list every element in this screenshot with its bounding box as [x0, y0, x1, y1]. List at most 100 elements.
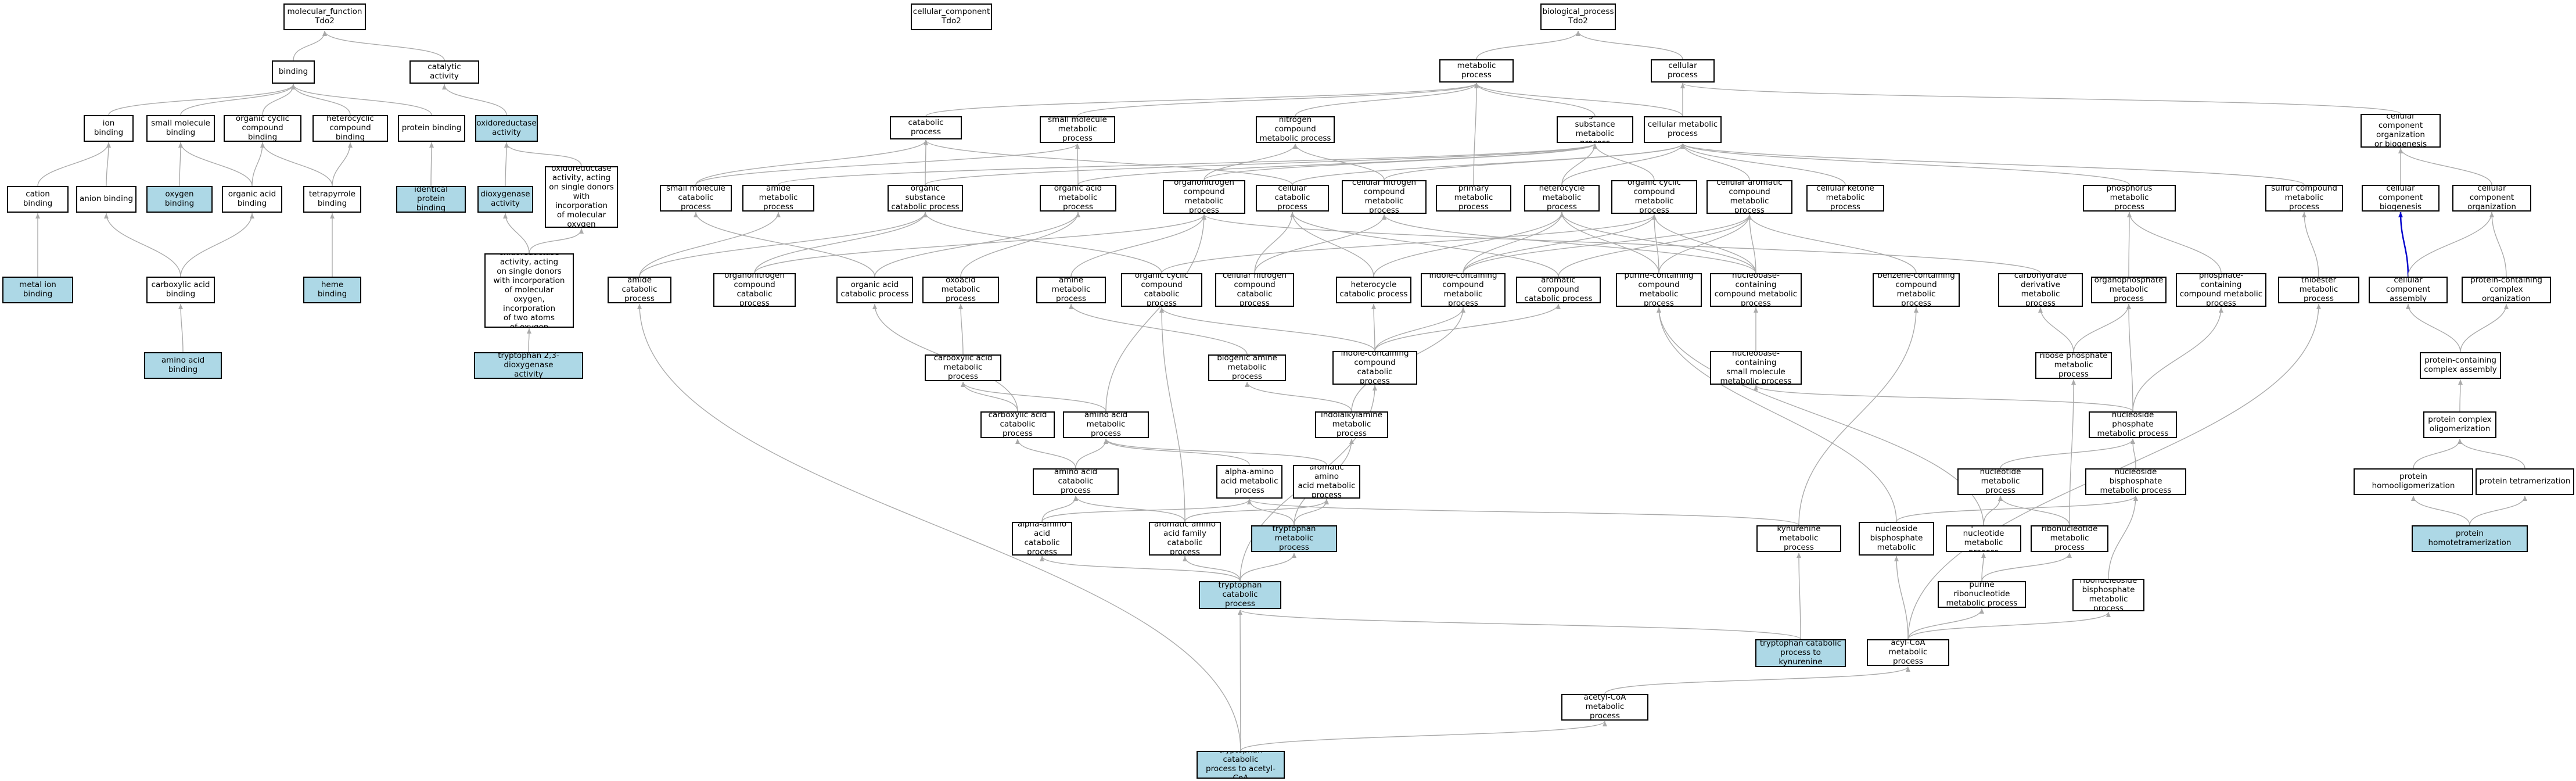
oxidoreductase-single-donors[interactable]: oxidoreductase activity, acting on singl…	[545, 166, 618, 228]
oxygen-binding[interactable]: oxygen binding	[146, 186, 213, 213]
small-molecule-metabolic-process[interactable]: small molecule metabolic process	[1040, 116, 1115, 143]
organic-cyclic-compound-catabolic-process[interactable]: organic cyclic compound catabolic proces…	[1121, 273, 1202, 307]
carboxylic-acid-metabolic-process[interactable]: carboxylic acid metabolic process	[925, 354, 1001, 381]
cellular-nitrogen-compound-metabolic-process[interactable]: cellular nitrogen compound metabolic pro…	[1342, 180, 1427, 214]
indole-containing-compound-metabolic-process[interactable]: indole-containing compound metabolic pro…	[1421, 273, 1506, 307]
benzene-containing-compound-metabolic-process[interactable]: benzene-containing compound metabolic pr…	[1873, 273, 1960, 307]
tryptophan-catabolic-process[interactable]: tryptophan catabolic process	[1199, 581, 1281, 609]
aromatic-amino-acid-metabolic-process[interactable]: aromatic amino acid metabolic process	[1293, 465, 1360, 499]
tryptophan-catabolic-process-to-kynurenine[interactable]: tryptophan catabolic process to kynureni…	[1755, 639, 1846, 667]
biogenic-amine-metabolic-process[interactable]: biogenic amine metabolic process	[1208, 354, 1286, 381]
tryptophan-catabolic-process-to-acetyl-coa[interactable]: tryptophan catabolic process to acetyl-C…	[1197, 751, 1285, 779]
purine-nucleotide-metabolic-process[interactable]: purine nucleotide metabolic process	[1946, 525, 2021, 552]
nucleobase-containing-small-molecule-metabolic-process[interactable]: nucleobase-containing small molecule met…	[1710, 351, 1802, 385]
protein-containing-complex-organization[interactable]: protein-containing complex organization	[2462, 277, 2551, 303]
heterocycle-catabolic-process[interactable]: heterocycle catabolic process	[1336, 277, 1411, 303]
organic-cyclic-compound-metabolic-process[interactable]: organic cyclic compound metabolic proces…	[1611, 180, 1697, 214]
mf-root[interactable]: molecular_function Tdo2	[283, 3, 366, 30]
organic-cyclic-compound-binding[interactable]: organic cyclic compound binding	[224, 115, 301, 142]
aromatic-amino-acid-family-catabolic-process[interactable]: aromatic amino acid family catabolic pro…	[1149, 522, 1221, 556]
phosphate-containing-compound-metabolic-process[interactable]: phosphate-containing compound metabolic …	[2176, 273, 2266, 307]
aromatic-compound-catabolic-process[interactable]: aromatic compound catabolic process	[1516, 277, 1601, 303]
organic-acid-binding[interactable]: organic acid binding	[222, 186, 282, 213]
phosphorus-metabolic-process[interactable]: phosphorus metabolic process	[2083, 185, 2176, 212]
oxoacid-metabolic-process[interactable]: oxoacid metabolic process	[922, 277, 999, 303]
small-molecule-binding[interactable]: small molecule binding	[146, 115, 215, 142]
cellular-ketone-metabolic-process[interactable]: cellular ketone metabolic process	[1806, 185, 1884, 212]
acyl-coa-metabolic-process[interactable]: acyl-CoA metabolic process	[1867, 639, 1949, 666]
identical-protein-binding[interactable]: identical protein binding	[396, 186, 466, 213]
nucleobase-containing-compound-metabolic-process[interactable]: nucleobase-containing compound metabolic…	[1710, 273, 1802, 307]
purine-ribonucleotide-metabolic-process[interactable]: purine ribonucleotide metabolic process	[1938, 581, 2026, 608]
kynurenine-metabolic-process[interactable]: kynurenine metabolic process	[1756, 525, 1841, 552]
tryptophan-metabolic-process[interactable]: tryptophan metabolic process	[1251, 525, 1337, 552]
cellular-catabolic-process[interactable]: cellular catabolic process	[1256, 185, 1329, 212]
heterocycle-metabolic-process[interactable]: heterocycle metabolic process	[1524, 185, 1600, 212]
cc-root[interactable]: cellular_component Tdo2	[911, 3, 992, 30]
nitrogen-compound-metabolic-process[interactable]: nitrogen compound metabolic process	[1256, 116, 1335, 143]
organic-acid-metabolic-process[interactable]: organic acid metabolic process	[1040, 185, 1116, 212]
small-molecule-catabolic-process[interactable]: small molecule catabolic process	[660, 185, 732, 212]
dioxygenase-activity[interactable]: dioxygenase activity	[477, 186, 533, 213]
cellular-nitrogen-compound-catabolic-process[interactable]: cellular nitrogen compound catabolic pro…	[1215, 273, 1294, 307]
binding[interactable]: binding	[272, 60, 315, 84]
nucleoside-phosphate-metabolic-process[interactable]: nucleoside phosphate metabolic process	[2089, 411, 2177, 438]
organonitrogen-compound-metabolic-process[interactable]: organonitrogen compound metabolic proces…	[1163, 180, 1245, 214]
thioester-metabolic-process[interactable]: thioester metabolic process	[2278, 277, 2359, 303]
organic-substance-catabolic-process[interactable]: organic substance catabolic process	[888, 185, 963, 212]
cellular-process[interactable]: cellular process	[1651, 59, 1715, 83]
tryptophan-dioxygenase-activity[interactable]: tryptophan 2,3-dioxygenase activity	[474, 352, 583, 379]
organic-substance-metabolic-process[interactable]: organic substance metabolic process	[1557, 116, 1633, 143]
cellular-component-organization[interactable]: cellular component organization	[2452, 185, 2531, 212]
protein-complex-oligomerization[interactable]: protein complex oligomerization	[2423, 411, 2496, 438]
protein-homooligomerization[interactable]: protein homooligomerization	[2354, 468, 2473, 495]
organophosphate-metabolic-process[interactable]: organophosphate metabolic process	[2091, 277, 2167, 303]
ribonucleotide-metabolic-process[interactable]: ribonucleotide metabolic process	[2031, 525, 2108, 552]
anion-binding[interactable]: anion binding	[76, 186, 136, 213]
protein-homotetramerization[interactable]: protein homotetramerization	[2412, 525, 2528, 552]
cellular-component-organization-or-biogenesis[interactable]: cellular component organization or bioge…	[2361, 114, 2441, 148]
organic-acid-catabolic-process[interactable]: organic acid catabolic process	[836, 277, 913, 303]
indole-containing-compound-catabolic-process[interactable]: indole-containing compound catabolic pro…	[1332, 351, 1417, 385]
tetrapyrrole-binding[interactable]: tetrapyrrole binding	[303, 186, 361, 213]
amide-metabolic-process[interactable]: amide metabolic process	[742, 185, 814, 212]
protein-tetramerization[interactable]: protein tetramerization	[2476, 468, 2574, 495]
catalytic-activity[interactable]: catalytic activity	[409, 60, 479, 84]
sulfur-compound-metabolic-process[interactable]: sulfur compound metabolic process	[2265, 185, 2343, 212]
purine-containing-compound-metabolic-process[interactable]: purine-containing compound metabolic pro…	[1616, 273, 1702, 307]
nucleotide-metabolic-process[interactable]: nucleotide metabolic process	[1957, 468, 2043, 495]
ribonucleoside-bisphosphate-metabolic-process[interactable]: ribonucleoside bisphosphate metabolic pr…	[2072, 579, 2144, 611]
amine-metabolic-process[interactable]: amine metabolic process	[1036, 277, 1106, 303]
ion-binding[interactable]: ion binding	[84, 115, 134, 142]
bp-root[interactable]: biological_process Tdo2	[1540, 3, 1616, 30]
organonitrogen-compound-catabolic-process[interactable]: organonitrogen compound catabolic proces…	[713, 273, 796, 307]
heterocyclic-compound-binding[interactable]: heterocyclic compound binding	[312, 115, 388, 142]
carboxylic-acid-catabolic-process[interactable]: carboxylic acid catabolic process	[980, 411, 1055, 438]
acetyl-coa-metabolic-process[interactable]: acetyl-CoA metabolic process	[1561, 694, 1648, 721]
indolalkylamine-metabolic-process[interactable]: indolalkylamine metabolic process	[1315, 411, 1388, 438]
amino-acid-catabolic-process[interactable]: amino acid catabolic process	[1033, 468, 1119, 495]
metal-ion-binding[interactable]: metal ion binding	[2, 277, 73, 303]
purine-nucleoside-bisphosphate-metabolic-process[interactable]: purine nucleoside bisphosphate metabolic…	[1859, 522, 1934, 556]
ribose-phosphate-metabolic-process[interactable]: ribose phosphate metabolic process	[2035, 352, 2112, 379]
catabolic-process[interactable]: catabolic process	[890, 116, 962, 139]
protein-containing-complex-assembly[interactable]: protein-containing complex assembly	[2420, 352, 2501, 379]
protein-binding[interactable]: protein binding	[398, 115, 465, 142]
cellular-aromatic-compound-metabolic-process[interactable]: cellular aromatic compound metabolic pro…	[1706, 180, 1792, 214]
metabolic-process[interactable]: metabolic process	[1439, 59, 1514, 83]
amino-acid-binding[interactable]: amino acid binding	[144, 352, 222, 379]
cellular-component-assembly[interactable]: cellular component assembly	[2369, 277, 2448, 303]
carboxylic-acid-binding[interactable]: carboxylic acid binding	[146, 277, 215, 303]
carbohydrate-derivative-metabolic-process[interactable]: carbohydrate derivative metabolic proces…	[1998, 273, 2083, 307]
alpha-amino-acid-metabolic-process[interactable]: alpha-amino acid metabolic process	[1216, 465, 1282, 499]
heme-binding[interactable]: heme binding	[303, 277, 361, 303]
amino-acid-metabolic-process[interactable]: amino acid metabolic process	[1063, 411, 1149, 438]
nucleoside-bisphosphate-metabolic-process[interactable]: nucleoside bisphosphate metabolic proces…	[2085, 468, 2186, 495]
cellular-component-biogenesis[interactable]: cellular component biogenesis	[2362, 185, 2440, 212]
alpha-amino-acid-catabolic-process[interactable]: alpha-amino acid catabolic process	[1012, 522, 1072, 556]
amide-catabolic-process[interactable]: amide catabolic process	[608, 277, 671, 303]
oxidoreductase-two-atoms[interactable]: oxidoreductase activity, acting on singl…	[484, 253, 574, 328]
oxidoreductase-activity[interactable]: oxidoreductase activity	[475, 115, 538, 142]
cation-binding[interactable]: cation binding	[7, 186, 69, 213]
cellular-metabolic-process[interactable]: cellular metabolic process	[1644, 116, 1722, 143]
